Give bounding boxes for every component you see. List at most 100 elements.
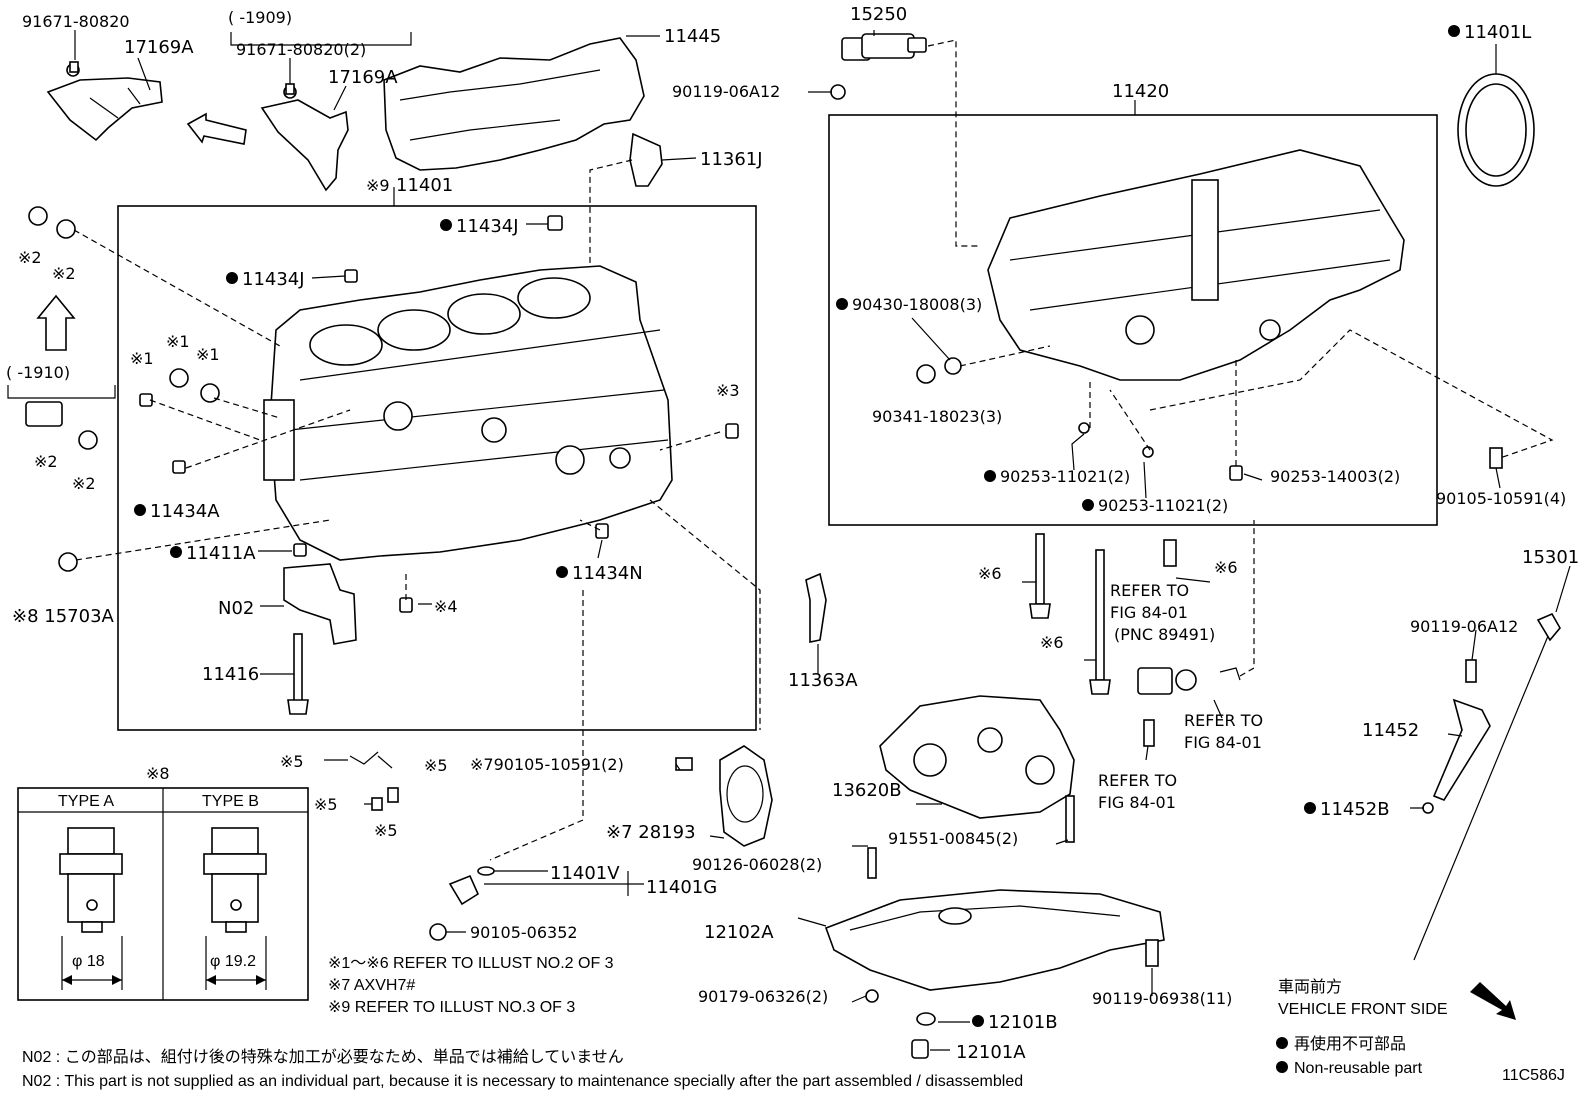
note-refer-illust-3: ※9 REFER TO ILLUST NO.3 OF 3	[328, 999, 575, 1016]
mount-bracket-b[interactable]	[260, 83, 349, 192]
label-90126[interactable]: 90126-06028(2)	[692, 855, 822, 874]
label-11401[interactable]: 11401	[396, 175, 453, 196]
label-11452[interactable]: 11452	[1362, 720, 1419, 741]
label-12101a[interactable]: 12101A	[956, 1042, 1026, 1063]
pin-90253-a[interactable]	[1078, 422, 1090, 434]
label-90119-06938[interactable]: 90119-06938(11)	[1092, 989, 1232, 1008]
label-11401g[interactable]: 11401G	[646, 877, 717, 898]
timing-cover[interactable]	[383, 37, 645, 171]
bolt-90119-c[interactable]	[1145, 939, 1159, 967]
label-15301[interactable]: 15301	[1522, 547, 1579, 568]
bolt-90119-b[interactable]	[1465, 659, 1477, 683]
cylinder-block[interactable]	[263, 265, 673, 561]
plug-12101a[interactable]	[911, 1039, 929, 1059]
label-90119-06a12[interactable]: 90119-06A12	[672, 82, 780, 101]
label-12101b[interactable]: 12101B	[988, 1012, 1058, 1033]
plate-11401g[interactable]	[448, 874, 480, 906]
label-13620b[interactable]: 13620B	[832, 780, 902, 801]
label-11401l[interactable]: 11401L	[1464, 22, 1531, 43]
label-15703a[interactable]: ※8 15703A	[12, 606, 115, 627]
label-11434j-top[interactable]: 11434J	[456, 216, 519, 237]
label-refer-1[interactable]: REFER TO	[1110, 581, 1189, 600]
bearing-cap-n02[interactable]	[283, 563, 357, 645]
gasket-m2[interactable]	[56, 219, 76, 239]
label-90105-10591-2[interactable]: ※790105-10591(2)	[470, 755, 624, 774]
pin-11434a[interactable]	[172, 460, 186, 474]
label-11416[interactable]: 11416	[202, 664, 259, 685]
label-90105-06352[interactable]: 90105-06352	[470, 923, 578, 942]
label-refer-2[interactable]: REFER TO	[1184, 711, 1263, 730]
label-refer-3b[interactable]: FIG 84-01	[1098, 793, 1176, 812]
label-m5-d: ※5	[374, 821, 398, 840]
bullet-icon	[556, 566, 568, 578]
wire-m5[interactable]	[349, 751, 393, 769]
plug-90341[interactable]	[916, 364, 936, 384]
pin-11434j-top[interactable]	[547, 215, 563, 231]
label-90105-10591-4[interactable]: 90105-10591(4)	[1436, 489, 1566, 508]
dipstick-15301[interactable]	[1413, 635, 1549, 961]
bolt-91551[interactable]	[1065, 795, 1075, 843]
sensor-m2[interactable]	[25, 401, 63, 427]
label-refer-2b[interactable]: FIG 84-01	[1184, 733, 1262, 752]
pin-m3[interactable]	[725, 423, 739, 439]
bolt-refer[interactable]	[1143, 719, 1155, 747]
label-12102a[interactable]: 12102A	[704, 922, 774, 943]
label-n02[interactable]: N02	[218, 598, 254, 619]
label-11445[interactable]: 11445	[664, 26, 721, 47]
label-90430[interactable]: 90430-18008(3)	[852, 295, 982, 314]
mount-bracket-a[interactable]	[46, 61, 163, 142]
plug-15703a[interactable]	[58, 552, 78, 572]
label-m8: ※8	[146, 764, 170, 783]
type-b-plug-icon	[203, 827, 267, 933]
label-17169a-b[interactable]: 17169A	[328, 67, 398, 88]
oil-control-valve-15250[interactable]	[841, 33, 927, 61]
label-11363a[interactable]: 11363A	[788, 670, 858, 691]
bolt-m6-c[interactable]	[1163, 539, 1177, 567]
plug-m2[interactable]	[28, 206, 48, 226]
label-dia-a: φ 18	[72, 953, 105, 970]
label-90341[interactable]: 90341-18023(3)	[872, 407, 1002, 426]
gasket-m1[interactable]	[200, 383, 220, 403]
guide-11452[interactable]	[1432, 698, 1491, 801]
pin-11434n[interactable]	[595, 523, 609, 539]
label-11452b[interactable]: 11452B	[1320, 799, 1390, 820]
label-91671-80820[interactable]: 91671-80820	[22, 12, 130, 31]
label-91551[interactable]: 91551-00845(2)	[888, 829, 1018, 848]
gasket-12101b[interactable]	[916, 1012, 936, 1026]
label-17169a[interactable]: 17169A	[124, 37, 194, 58]
stud-90126[interactable]	[867, 847, 877, 879]
label-90119-06a12-b[interactable]: 90119-06A12	[1410, 617, 1518, 636]
plug-m5-b[interactable]	[387, 787, 399, 803]
pin-m1[interactable]	[139, 393, 153, 407]
pin-11411a[interactable]	[293, 543, 307, 557]
label-11411a[interactable]: 11411A	[186, 543, 256, 564]
note-n02-en: N02 : This part is not supplied as an in…	[22, 1073, 1023, 1090]
label-refer-1b[interactable]: FIG 84-01	[1110, 603, 1188, 622]
bullet-icon	[440, 219, 452, 231]
label-11434n[interactable]: 11434N	[572, 563, 643, 584]
label-28193[interactable]: ※7 28193	[606, 822, 696, 843]
gasket-28193[interactable]	[719, 745, 773, 847]
label-90179[interactable]: 90179-06326(2)	[698, 987, 828, 1006]
label-90253-a[interactable]: 90253-11021(2)	[1000, 467, 1130, 486]
label-refer-3[interactable]: REFER TO	[1098, 771, 1177, 790]
label-91671-80820-2[interactable]: 91671-80820(2)	[236, 40, 366, 59]
oil-pump-13620b[interactable]	[879, 695, 1075, 819]
label-90253-c[interactable]: 90253-14003(2)	[1270, 467, 1400, 486]
label-15250[interactable]: 15250	[850, 4, 907, 25]
plug-m1[interactable]	[169, 368, 189, 388]
label-11401v[interactable]: 11401V	[550, 863, 620, 884]
label-11434j[interactable]: 11434J	[242, 269, 305, 290]
label-11361j[interactable]: 11361J	[700, 149, 763, 170]
dipstick-handle[interactable]	[1536, 612, 1561, 642]
label-90253-b[interactable]: 90253-11021(2)	[1098, 496, 1228, 515]
crankcase-11420[interactable]	[987, 149, 1405, 381]
oil-pipe[interactable]	[805, 572, 827, 643]
label-11420[interactable]: 11420	[1112, 81, 1169, 102]
oil-pan-12102a[interactable]	[824, 889, 1165, 991]
label-11434a[interactable]: 11434A	[150, 501, 220, 522]
bullet-icon	[1276, 1037, 1288, 1049]
gasket-m2-b[interactable]	[78, 430, 98, 450]
oil-pressure-switch[interactable]	[1137, 667, 1241, 695]
